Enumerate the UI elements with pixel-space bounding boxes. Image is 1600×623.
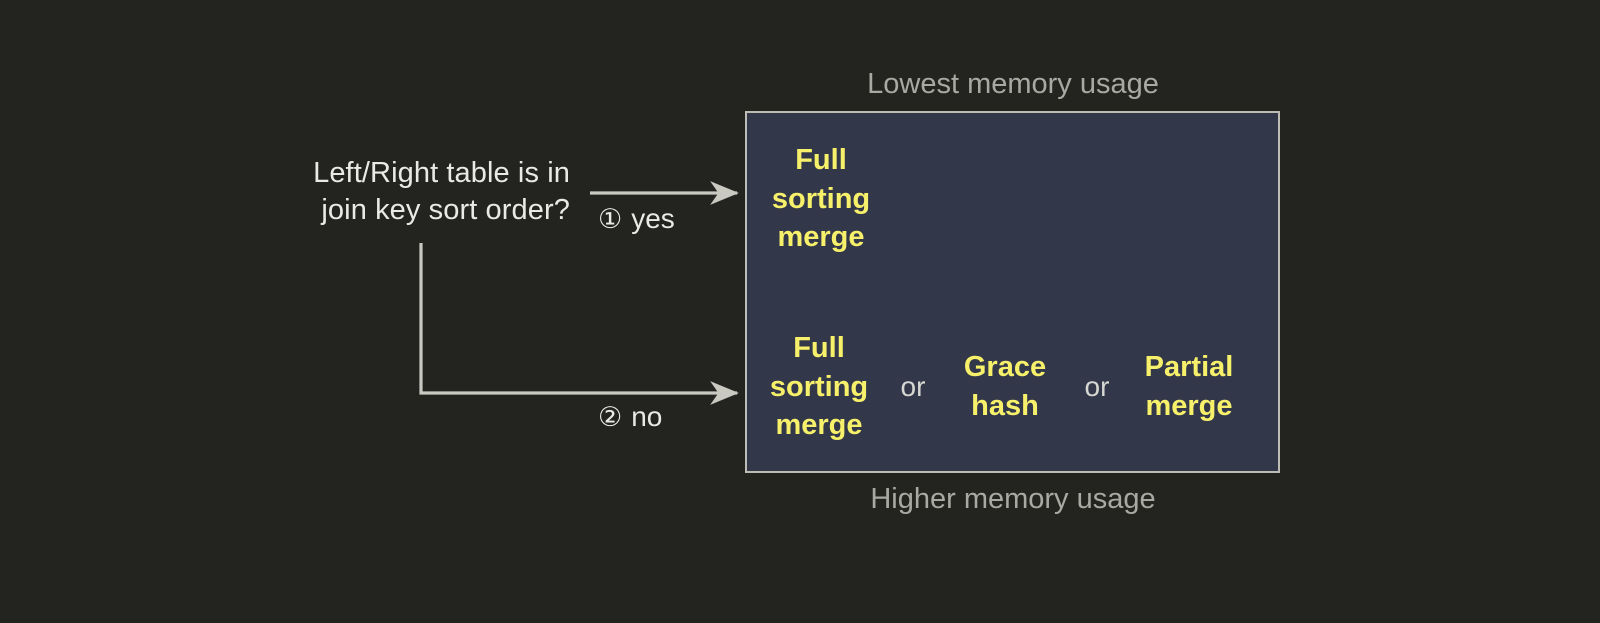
- option-separator-1: or: [900, 371, 926, 402]
- caption-lowest-memory: Lowest memory usage: [867, 68, 1159, 100]
- option-grace-hash: Grace hash: [963, 351, 1047, 422]
- option-partial-merge: Partial merge: [1144, 351, 1234, 422]
- branch-label-no: ② no: [598, 401, 663, 433]
- option-full-sorting-merge-sorted: Full sorting merge: [771, 144, 871, 254]
- connector-no: [419, 243, 739, 405]
- option-row-sorted: Full sorting merge: [747, 129, 1278, 269]
- branch-marker-2: ②: [598, 402, 623, 433]
- option-full-sorting-merge-unsorted: Full sorting merge: [769, 332, 869, 442]
- option-row-unsorted: Full sorting merge or Grace hash or Part…: [747, 317, 1278, 457]
- branch-label-yes: ① yes: [598, 203, 675, 235]
- branch-text-yes: yes: [631, 203, 675, 234]
- join-options-panel: Full sorting merge Full sorting merge or…: [745, 111, 1280, 473]
- branch-text-no: no: [631, 401, 663, 432]
- branch-marker-1: ①: [598, 204, 623, 235]
- option-separator-2: or: [1084, 371, 1110, 402]
- caption-higher-memory: Higher memory usage: [870, 483, 1156, 515]
- decision-question: Left/Right table is in join key sort ord…: [313, 157, 570, 227]
